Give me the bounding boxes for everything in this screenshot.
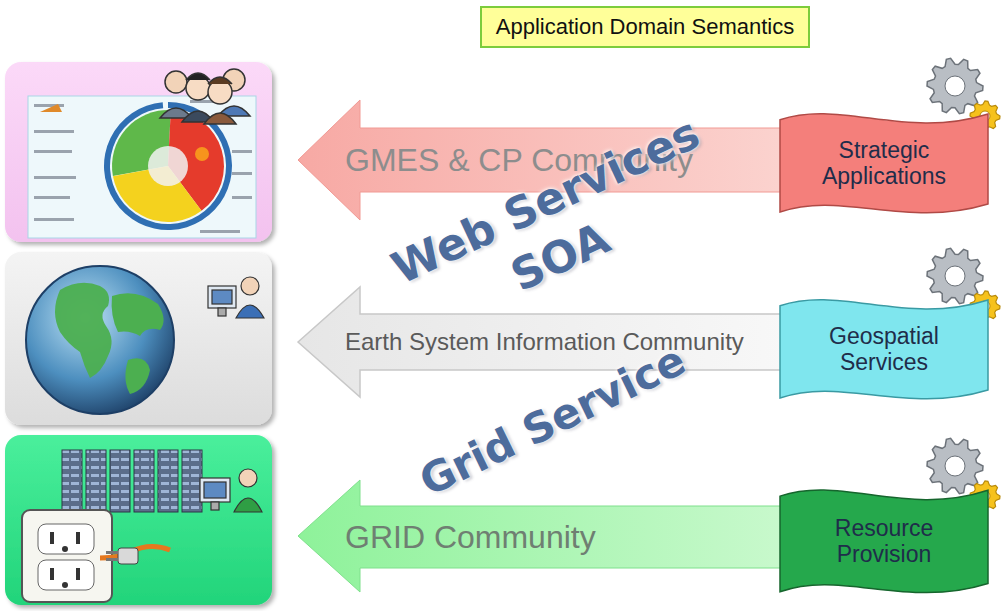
community-arrow [298,287,790,397]
cycle-illustration [28,96,256,238]
title: Application Domain Semantics [496,14,794,39]
community-panel [5,435,272,605]
community-panel [5,62,272,242]
power-outlet [22,510,112,602]
title-box: Application Domain Semantics [480,6,810,48]
service-flag: Strategic Applications [778,106,990,220]
power-plug [100,546,170,564]
service-name: Resource Provision [798,515,970,568]
user-icon [200,469,262,512]
community-label: GRID Community [345,519,596,556]
service-name: Geospatial Services [798,323,970,376]
service-name: Strategic Applications [798,137,970,190]
people-icon [160,69,250,124]
server-rack [62,450,202,512]
community-panel [5,252,272,425]
user-icon [208,277,264,318]
community-arrow [298,480,790,592]
community-label: Earth System Information Community [345,328,744,356]
service-flag: Geospatial Services [778,292,990,406]
service-flag: Resource Provision [778,482,990,600]
globe-icon [26,266,174,414]
